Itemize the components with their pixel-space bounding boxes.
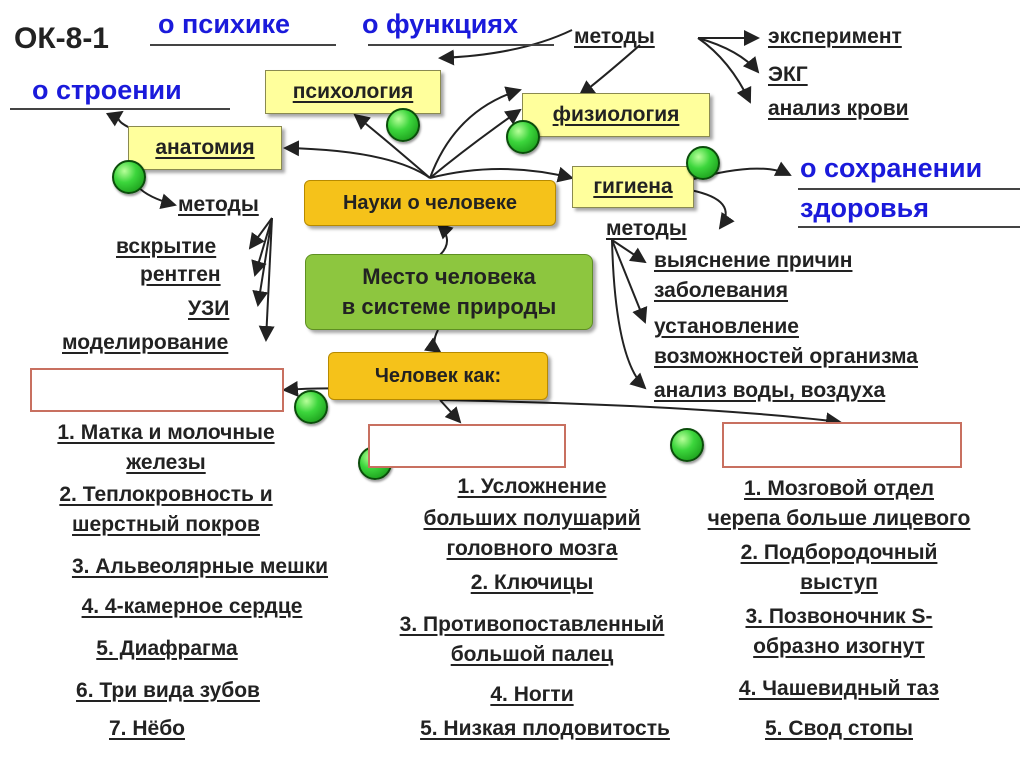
human-trait-2: 2. Подбородочный	[740, 541, 938, 564]
primate-trait-3: 3. Противопоставленный	[399, 613, 665, 636]
anatomy-box: анатомия	[128, 126, 282, 170]
physiology-box: физиология	[522, 93, 710, 137]
human-trait-1-cont: черепа больше лицевого	[707, 507, 971, 530]
method-air-water: анализ воды, воздуха	[654, 379, 886, 402]
primate-trait-2: 2. Ключицы	[470, 571, 594, 594]
mammal-trait-2: 2. Теплокровность и	[59, 483, 273, 506]
green-dot-icon	[386, 108, 420, 142]
green-dot-icon	[670, 428, 704, 462]
method-modeling: моделирование	[62, 331, 229, 354]
green-dot-icon	[294, 390, 328, 424]
place-line-2: в системе природы	[341, 294, 557, 319]
mammal-trait-4: 4. 4-камерное сердце	[81, 595, 303, 618]
green-dot-icon	[686, 146, 720, 180]
human-as-box: Человек как:	[328, 352, 548, 400]
about-functions-label: о функциях	[362, 9, 519, 39]
mammal-trait-5: 5. Диафрагма	[96, 637, 238, 660]
hygiene-methods-label: методы	[606, 217, 687, 240]
mammal-trait-6: 6. Три вида зубов	[76, 679, 260, 702]
physiology-methods-label: методы	[574, 25, 655, 48]
diagram-code: ОК-8-1	[14, 22, 109, 55]
mammal-trait-1-cont: железы	[126, 451, 206, 474]
human-trait-3-cont: образно изогнут	[753, 635, 925, 658]
human-place-in-nature-box: Место человека в системе природы	[305, 254, 593, 330]
mammal-trait-1: 1. Матка и молочные	[57, 421, 275, 444]
primate-trait-3-cont: большой палец	[450, 643, 614, 666]
human-trait-2-cont: выступ	[800, 571, 878, 594]
preservation-underline-2	[798, 226, 1020, 228]
method-autopsy: вскрытие	[116, 235, 217, 258]
method-xray: рентген	[140, 263, 221, 286]
primate-trait-5: 5. Низкая плодовитость	[420, 717, 670, 740]
green-dot-icon	[506, 120, 540, 154]
primate-trait-1-cont: больших полушарий	[423, 507, 641, 530]
anatomy-methods-label: методы	[178, 193, 259, 216]
blank-answer-box-mammal[interactable]	[30, 368, 284, 412]
about-preservation-label: о сохранении	[800, 153, 983, 183]
about-psyche-label: о психике	[158, 9, 291, 39]
method-causes: выяснение причин	[654, 249, 853, 272]
sciences-about-human-box: Науки о человеке	[304, 180, 556, 226]
human-trait-1: 1. Мозговой отдел	[744, 477, 934, 500]
primate-trait-4: 4. Ногти	[490, 683, 574, 706]
mammal-trait-3: 3. Альвеолярные мешки	[71, 555, 329, 578]
place-line-1: Место человека	[362, 264, 536, 289]
blank-answer-box-primate[interactable]	[368, 424, 566, 468]
preservation-underline-1	[798, 188, 1020, 190]
functions-underline	[368, 44, 554, 46]
method-ecg: ЭКГ	[768, 63, 808, 86]
primate-trait-1: 1. Усложнение	[457, 475, 607, 498]
method-ultrasound: УЗИ	[188, 297, 230, 320]
psyche-underline	[150, 44, 336, 46]
green-dot-icon	[112, 160, 146, 194]
method-blood-test: анализ крови	[768, 97, 909, 120]
primate-trait-1-cont-2: головного мозга	[446, 537, 618, 560]
human-trait-5: 5. Свод стопы	[765, 717, 913, 740]
hygiene-box: гигиена	[572, 166, 694, 208]
psychology-box: психология	[265, 70, 441, 114]
method-establishing: установление	[654, 315, 799, 338]
method-experiment: эксперимент	[768, 25, 902, 48]
human-trait-3: 3. Позвоночник S-	[745, 605, 933, 628]
about-structure-label: о строении	[32, 75, 182, 105]
mammal-trait-7: 7. Нёбо	[109, 717, 185, 740]
blank-answer-box-human[interactable]	[722, 422, 962, 468]
human-trait-4: 4. Чашевидный таз	[738, 677, 940, 700]
method-establishing-cont: возможностей организма	[654, 345, 918, 368]
mammal-trait-2-cont: шерстный покров	[72, 513, 260, 536]
about-health-label: здоровья	[800, 193, 929, 223]
structure-underline	[10, 108, 230, 110]
method-causes-cont: заболевания	[654, 279, 789, 302]
